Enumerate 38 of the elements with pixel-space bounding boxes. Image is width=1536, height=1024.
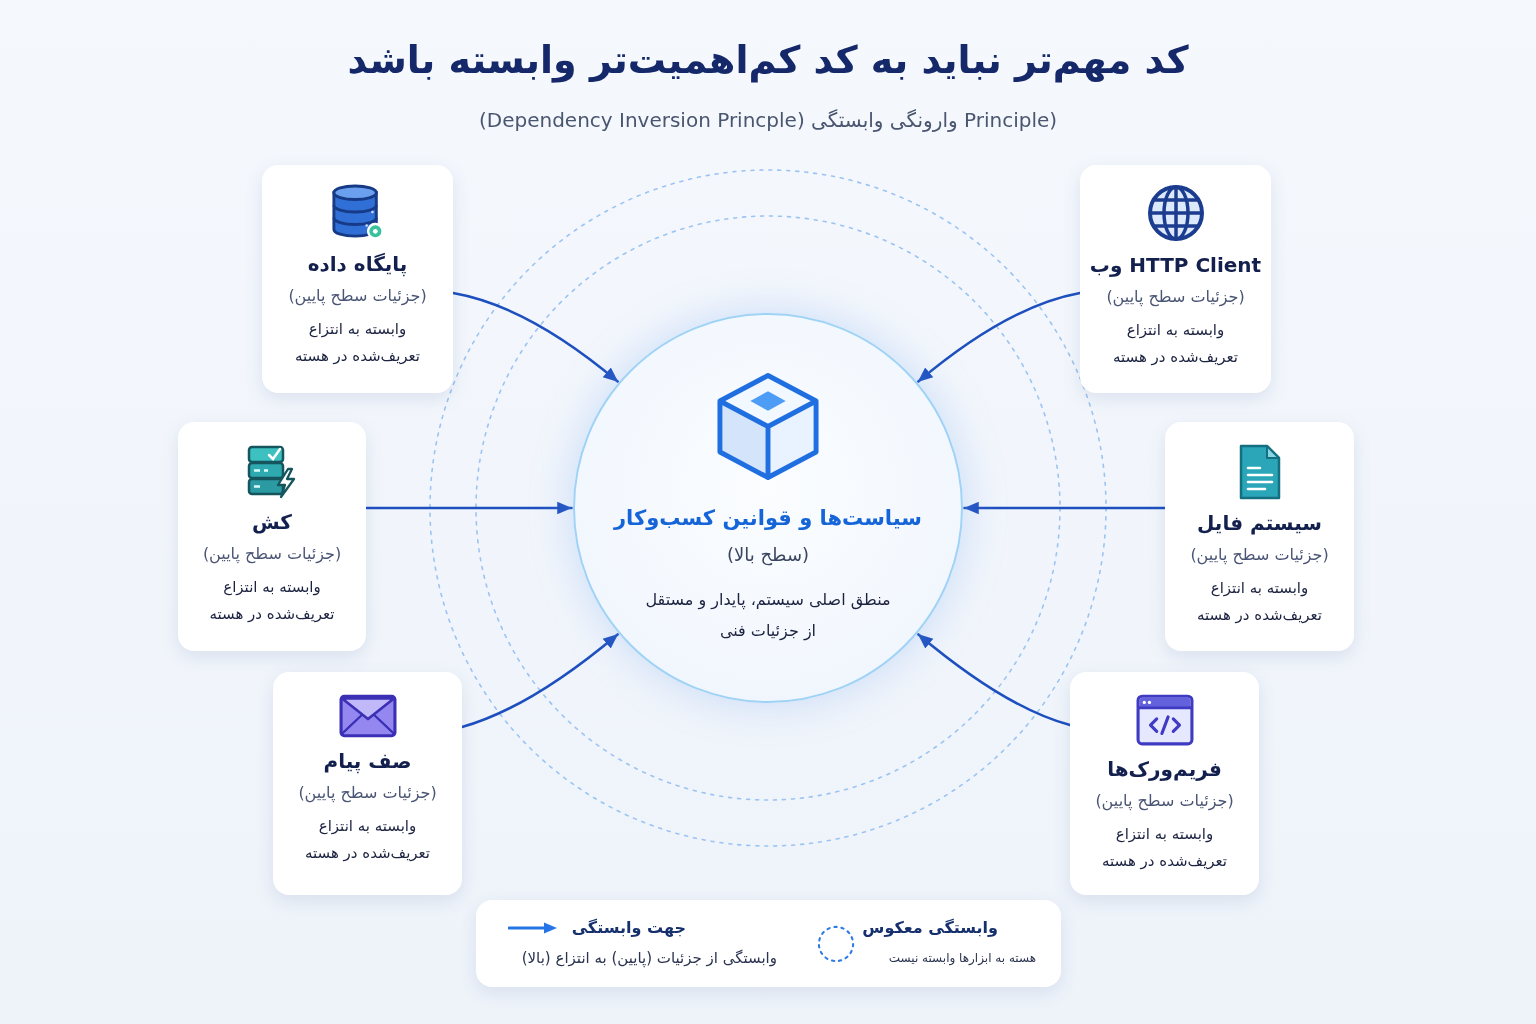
card-subtitle: (جزئیات سطح پایین) [202,543,342,566]
card-text: وابسته به انتزاع تعریف‌شده در هسته [1101,824,1228,872]
arrow [460,633,619,729]
card-title: سیستم فایل [1197,510,1322,537]
card-text: وابسته به انتزاع تعریف‌شده در هسته [1112,320,1239,368]
core-subtitle: (سطح بالا) [727,543,809,568]
card-subtitle: (جزئیات سطح پایین) [1190,544,1329,567]
core-text: منطق اصلی سیستم، پایدار و مستقل از جزئیات فنی [644,589,892,643]
card-title: فریم‌ورک‌ها [1107,756,1222,783]
card-text: وابسته به انتزاع تعریف‌شده در هسته [1196,578,1323,626]
info-card [1070,672,1259,895]
card-subtitle: (جزئیات سطح پایین) [1106,286,1245,309]
card-text: وابسته به انتزاع تعریف‌شده در هسته [208,577,336,625]
info-card [178,422,366,651]
legend-title: وابستگی معکوس [862,917,998,939]
arrow [917,633,1072,727]
card-subtitle: (جزئیات سطح پایین) [1095,790,1234,813]
info-card [262,165,453,393]
title: کد مهم‌تر نباید به کد کم‌اهمیت‌تر وابسته باشد [347,37,1189,85]
card-subtitle: (جزئیات سطح پایین) [298,782,437,805]
card-text: وابسته به انتزاع تعریف‌شده در هسته [304,816,431,864]
arrow [451,291,619,383]
legend-title: جهت وابستگی [571,917,686,939]
subtitle: (Dependency Inversion Princple) وارونگی وابستگی Principle) [478,107,1058,134]
card-title: کش [252,509,292,536]
card-title: صف پیام [323,748,412,776]
core-title: سیاست‌ها و قوانین کسب‌وکار [614,505,922,532]
info-card [273,672,462,895]
info-card [1165,422,1354,651]
card-subtitle: (جزئیات سطح پایین) [288,285,427,308]
legend-text: وابستگی از جزئیات (پایین) به انتزاع (بالا) [521,948,777,969]
info-card [1080,165,1271,393]
card-text: وابسته به انتزاع تعریف‌شده در هسته [294,319,421,367]
card-title: HTTP Client وب [1089,252,1262,279]
legend-text: هسته به ابزارها وابسته نیست [888,950,1036,968]
arrow [963,501,1167,515]
arrow [364,501,573,515]
card-title: پایگاه داده [307,251,408,279]
